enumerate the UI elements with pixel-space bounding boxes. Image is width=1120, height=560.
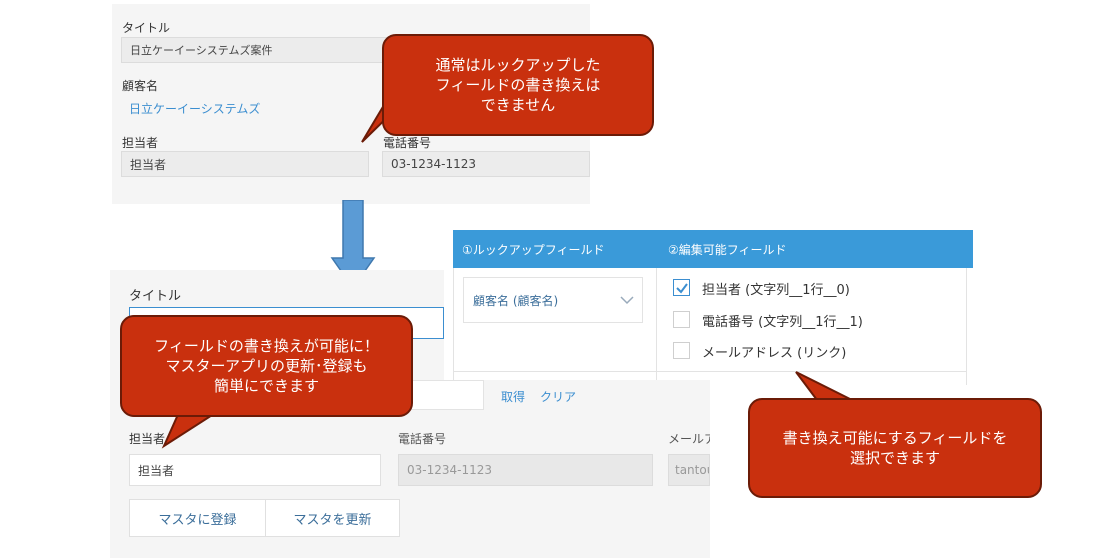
callout-right: 書き換え可能にするフィールドを 選択できます (748, 398, 1042, 498)
lookup-input[interactable] (400, 380, 484, 410)
register-master-button[interactable]: マスタに登録 (129, 499, 266, 537)
option-checkbox-person[interactable] (673, 279, 690, 296)
callout-top-line3: できません (480, 96, 556, 114)
top-phone-field: 03-1234-1123 (382, 151, 590, 177)
bottom-email-field: tantou (668, 454, 710, 486)
callout-bottom-line2: マスターアプリの更新･登録も (165, 357, 368, 375)
bottom-person-label: 担当者 (129, 432, 166, 446)
option-label-phone: 電話番号 (文字列__1行__1) (702, 315, 863, 330)
bottom-phone-field: 03-1234-1123 (398, 454, 653, 486)
chevron-down-icon (620, 296, 634, 305)
table-right-border (966, 268, 967, 385)
settings-table: ①ルックアップフィールド ②編集可能フィールド 顧客名 (顧客名) (453, 230, 973, 385)
callout-bottom-tail (161, 410, 222, 449)
callout-top-line1: 通常はルックアップした (435, 56, 601, 74)
callout-bottom-line3: 簡単にできます (213, 377, 319, 395)
bottom-email-label: メールア (668, 432, 710, 446)
top-person-label: 担当者 (122, 136, 159, 150)
lookup-select[interactable]: 顧客名 (顧客名) (463, 277, 643, 323)
callout-top-line2: フィールドの書き換えは (435, 76, 601, 94)
update-master-button[interactable]: マスタを更新 (265, 499, 400, 537)
callout-right-line2: 選択できます (849, 449, 940, 467)
callout-right-line1: 書き換え可能にするフィールドを (782, 429, 1008, 447)
option-checkbox-email[interactable] (673, 342, 690, 359)
settings-table-header (453, 230, 973, 268)
table-left-border (453, 268, 454, 385)
callout-bottom-line1: フィールドの書き換えが可能に！ (154, 337, 379, 355)
option-label-email: メールアドレス (リンク) (702, 346, 847, 361)
top-person-field: 担当者 (121, 151, 369, 177)
bottom-person-field[interactable]: 担当者 (129, 454, 381, 486)
top-phone-label: 電話番号 (383, 136, 432, 150)
top-title-label: タイトル (122, 21, 171, 35)
col2-header: ②編集可能フィールド (668, 243, 787, 257)
table-row-divider (453, 371, 967, 372)
callout-top: 通常はルックアップした フィールドの書き換えは できません (382, 34, 654, 136)
get-link[interactable]: 取得 (501, 390, 526, 404)
check-icon (676, 283, 688, 294)
col1-header: ①ルックアップフィールド (462, 243, 605, 257)
option-label-person: 担当者 (文字列__1行__0) (702, 283, 850, 298)
top-customer-value[interactable]: 日立ケーイーシステムズ (129, 102, 261, 116)
option-checkbox-phone[interactable] (673, 311, 690, 328)
lookup-select-value: 顧客名 (顧客名) (473, 294, 559, 308)
bottom-phone-label: 電話番号 (398, 432, 447, 446)
top-customer-label: 顧客名 (122, 79, 159, 93)
table-col-divider (656, 268, 657, 385)
callout-bottom: フィールドの書き換えが可能に！ マスターアプリの更新･登録も 簡単にできます (120, 315, 413, 417)
clear-link[interactable]: クリア (540, 390, 577, 404)
top-title-field: 日立ケーイーシステムズ案件 (121, 37, 391, 63)
bottom-title-label: タイトル (129, 289, 182, 304)
